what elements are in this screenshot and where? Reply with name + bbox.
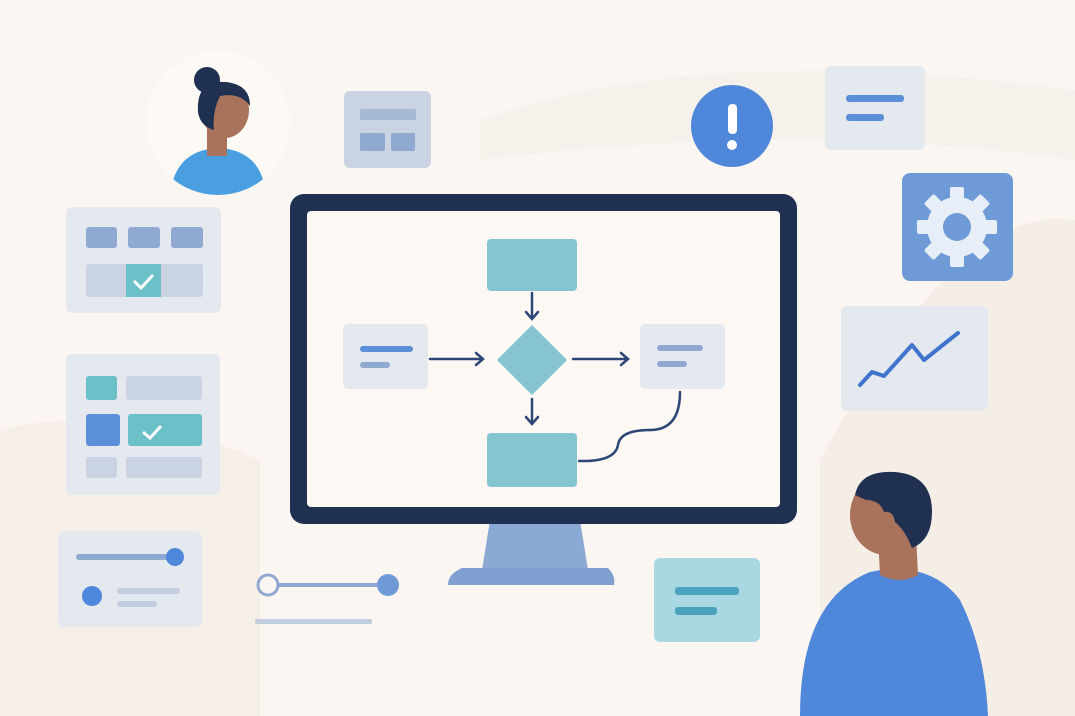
flow-text-box — [343, 324, 428, 389]
alert-icon — [691, 85, 773, 167]
text-card-icon — [654, 558, 760, 642]
gear-icon — [902, 173, 1013, 281]
checklist-icon — [66, 354, 220, 495]
flow-box — [487, 433, 577, 487]
flowchart — [343, 239, 725, 487]
slider-icon — [255, 573, 399, 624]
line-chart-icon — [841, 306, 988, 411]
layout-card-icon — [344, 91, 431, 168]
user-avatar-icon — [146, 51, 290, 195]
flow-decision — [497, 325, 567, 395]
text-card-icon — [825, 66, 925, 150]
checklist-icon — [66, 207, 221, 313]
flow-text-box — [640, 324, 725, 389]
background-hill — [480, 70, 1075, 160]
flow-box — [487, 239, 577, 291]
slider-icon — [58, 531, 202, 627]
person-icon — [800, 471, 988, 716]
